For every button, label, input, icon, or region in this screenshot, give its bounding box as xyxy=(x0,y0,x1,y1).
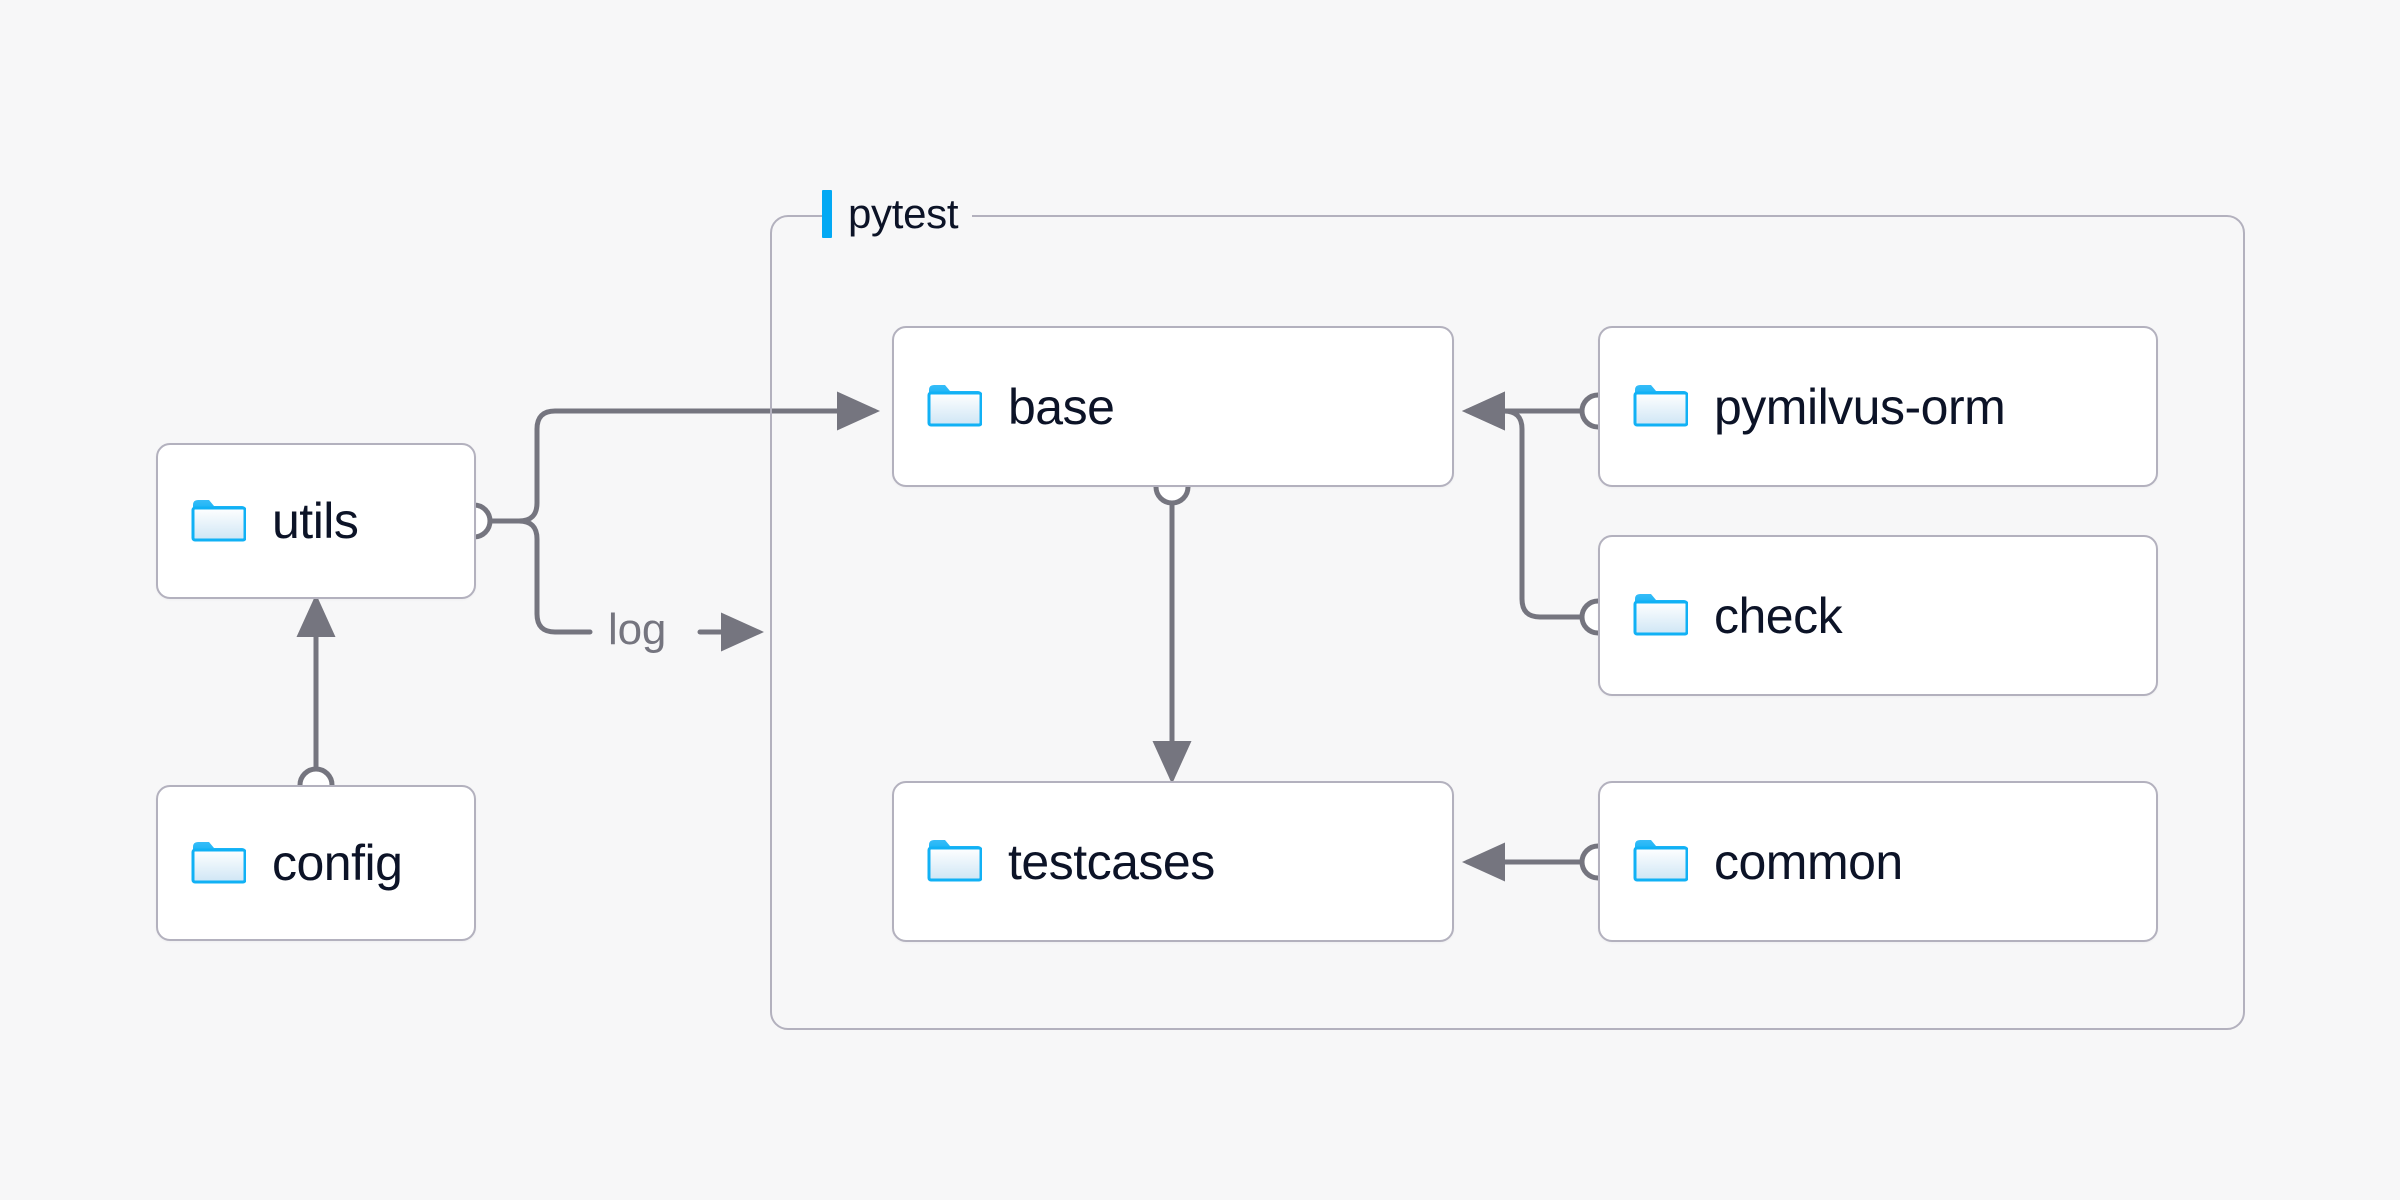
node-pymilvus-orm-label: pymilvus-orm xyxy=(1714,378,2006,435)
folder-icon xyxy=(190,496,247,547)
node-pymilvus-orm[interactable]: pymilvus-orm xyxy=(1598,326,2158,487)
node-utils-label: utils xyxy=(272,493,359,549)
edge-label-log: log xyxy=(600,608,675,652)
pytest-group-title-label: pytest xyxy=(848,190,959,237)
node-common[interactable]: common xyxy=(1598,781,2158,942)
pytest-group-box xyxy=(770,215,2245,1030)
node-config[interactable]: config xyxy=(156,785,476,941)
node-utils[interactable]: utils xyxy=(156,443,476,599)
edge-utils-to-log xyxy=(489,518,593,635)
node-check-label: check xyxy=(1714,587,1843,644)
node-base-label: base xyxy=(1008,378,1115,435)
node-common-label: common xyxy=(1714,833,1903,890)
folder-icon xyxy=(926,836,983,887)
pytest-group-title: pytest xyxy=(822,190,973,238)
node-testcases-label: testcases xyxy=(1008,833,1215,890)
node-testcases[interactable]: testcases xyxy=(892,781,1454,942)
folder-icon xyxy=(1632,381,1689,432)
node-check[interactable]: check xyxy=(1598,535,2158,696)
node-config-label: config xyxy=(272,835,403,891)
accent-bar-icon xyxy=(822,190,832,238)
folder-icon xyxy=(190,838,247,889)
node-base[interactable]: base xyxy=(892,326,1454,487)
folder-icon xyxy=(926,381,983,432)
folder-icon xyxy=(1632,836,1689,887)
folder-icon xyxy=(1632,590,1689,641)
